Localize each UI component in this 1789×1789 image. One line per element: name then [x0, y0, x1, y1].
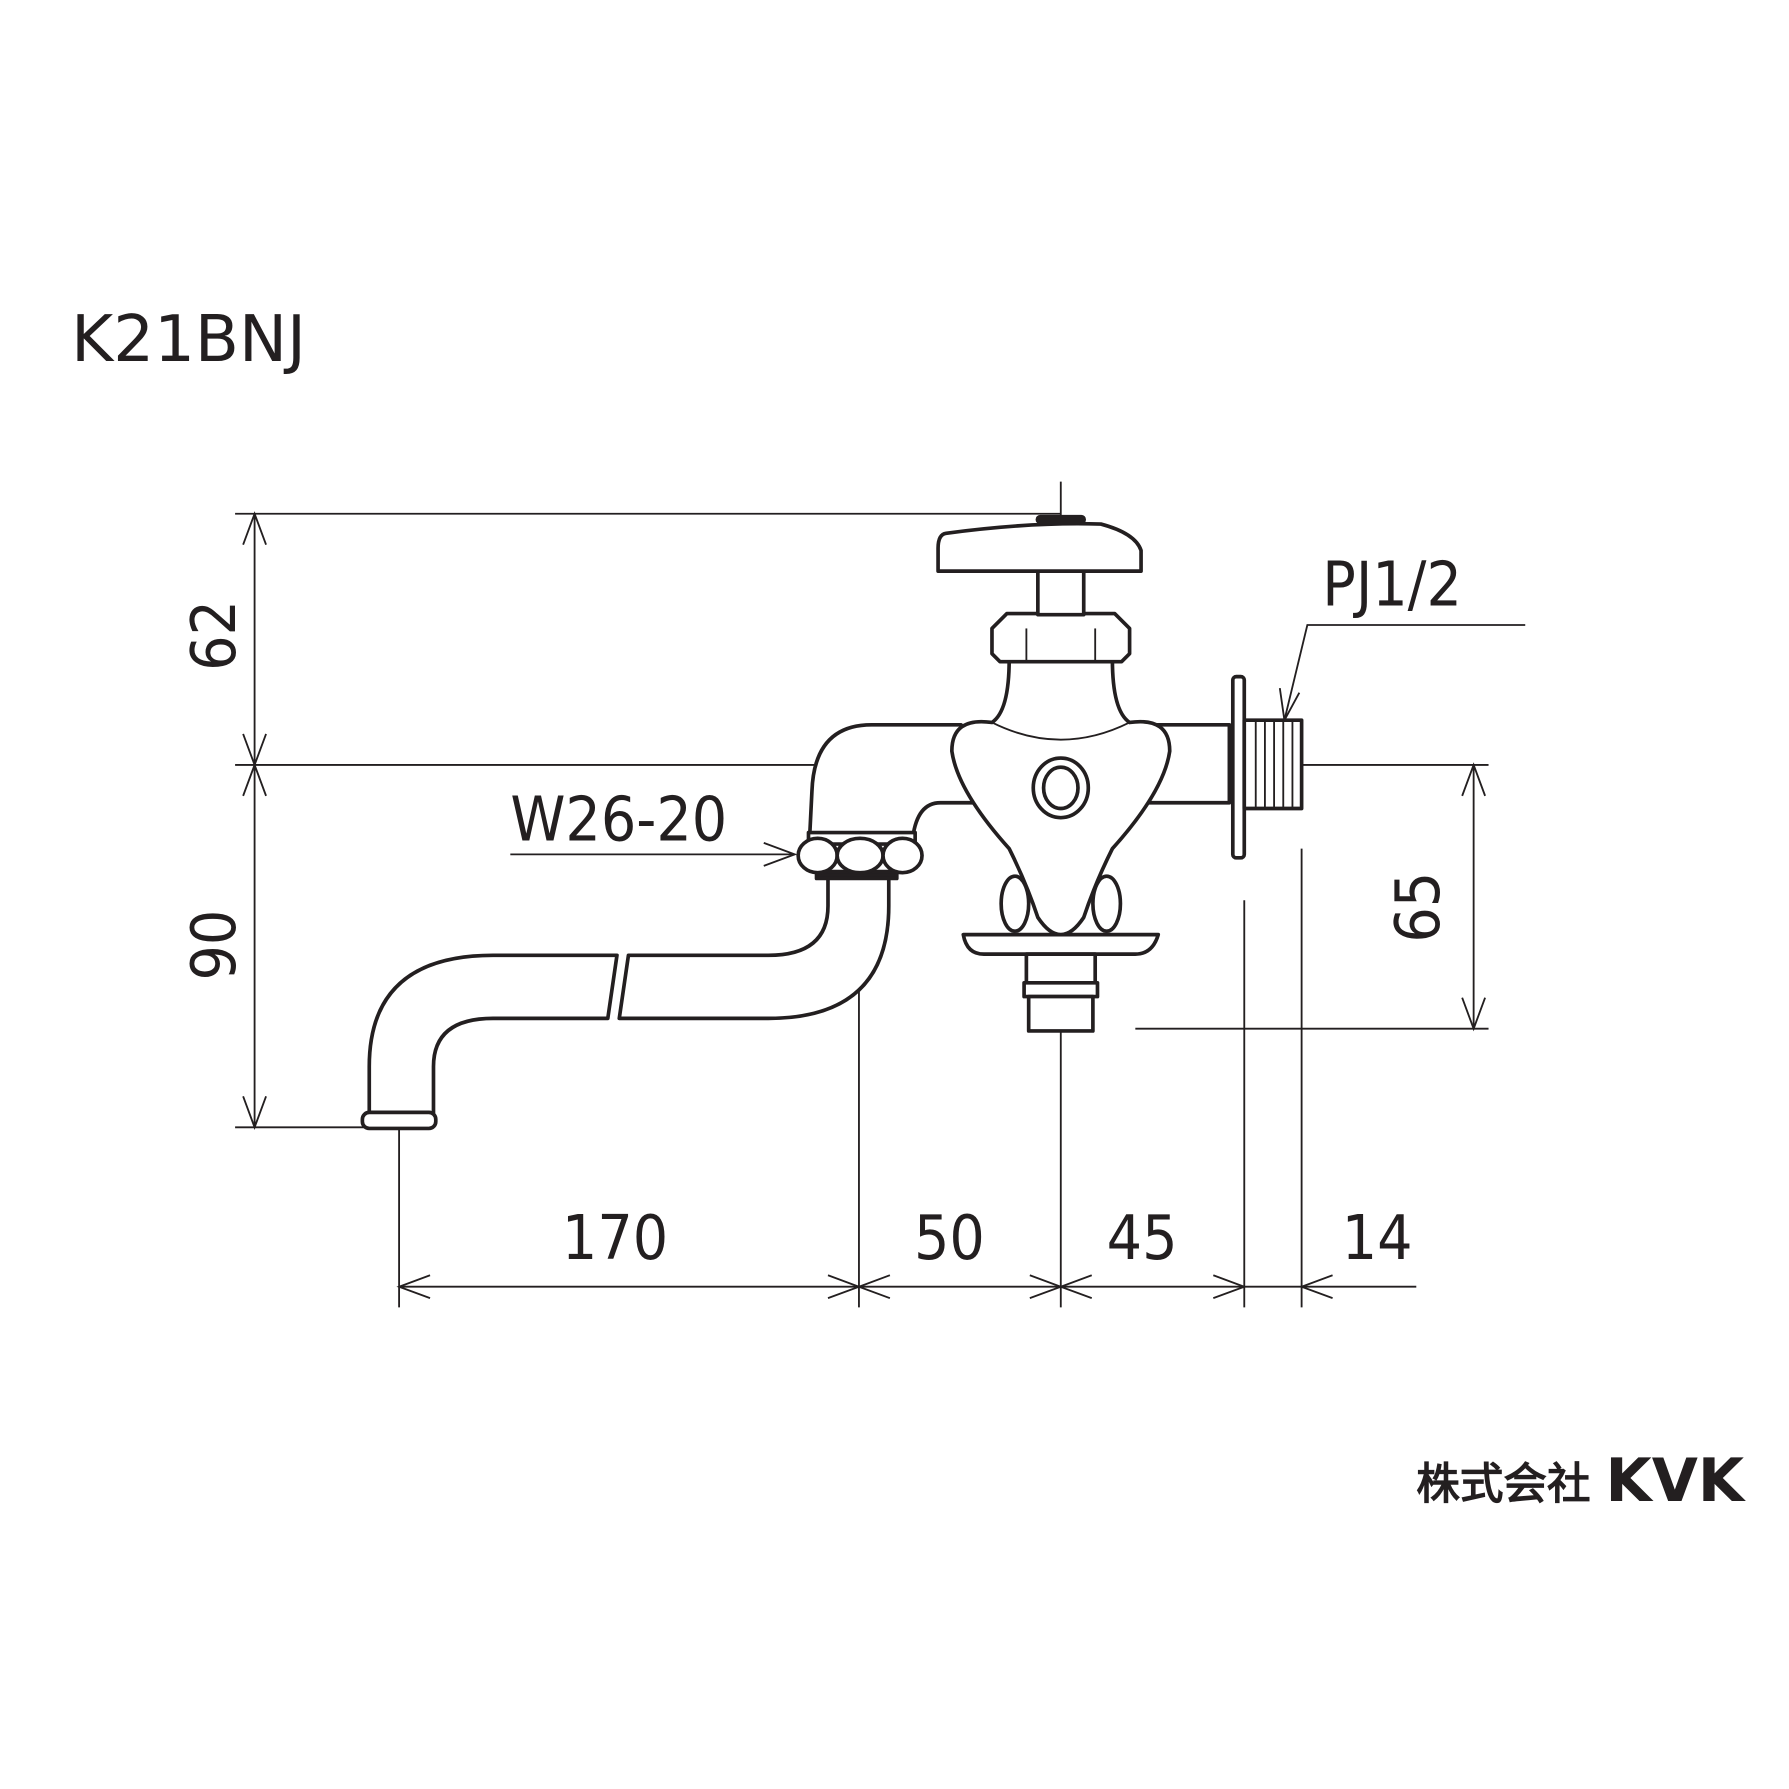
dim-90: 90 [178, 910, 250, 981]
callout-w26-20: W26-20 [510, 784, 727, 856]
dim-170: 170 [562, 1202, 668, 1274]
kvk-logo: KVK [1606, 1447, 1747, 1516]
faucet-body [360, 514, 1304, 1131]
dim-45: 45 [1107, 1202, 1178, 1274]
dimension-lines [235, 481, 1526, 1308]
callout-pj1-2: PJ1/2 [1322, 549, 1462, 621]
dim-50: 50 [914, 1202, 985, 1274]
dim-14: 14 [1342, 1202, 1413, 1274]
company-name-jp: 株式会社 [1416, 1460, 1590, 1510]
model-title: K21BNJ [71, 302, 306, 377]
dim-65: 65 [1382, 872, 1454, 943]
dim-62: 62 [178, 600, 250, 671]
